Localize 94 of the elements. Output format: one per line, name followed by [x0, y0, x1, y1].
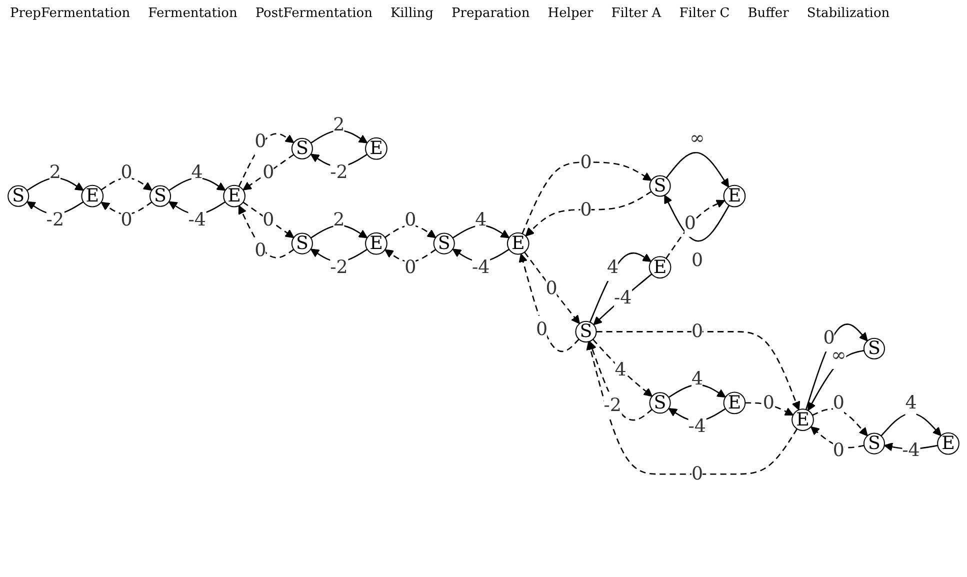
arrow — [384, 224, 436, 238]
group-label: Fermentation — [148, 6, 238, 21]
edge-label: 0 — [832, 440, 844, 461]
node-circle: E — [365, 232, 388, 255]
edge-label: -4 — [472, 256, 490, 278]
edge-label: 0 — [580, 152, 592, 173]
arrow — [100, 177, 152, 191]
node-circle: E — [506, 232, 530, 255]
edge-label: 0 — [691, 464, 704, 485]
node-circle: S — [8, 185, 30, 207]
edge-label: 4 — [905, 392, 917, 414]
edge-label: 2 — [333, 209, 345, 230]
edge-label: 0 — [262, 209, 274, 230]
node-circle: S — [649, 175, 671, 197]
edge-label: 0 — [536, 318, 548, 340]
edge-label: ∞ — [831, 344, 846, 366]
arrow — [100, 201, 152, 215]
node-circle: E — [648, 256, 672, 278]
arrow — [666, 152, 730, 188]
edge-label: -4 — [688, 416, 706, 438]
node-circle: E — [723, 184, 746, 208]
group-label: Preparation — [451, 6, 530, 21]
edge-label: 0 — [580, 199, 592, 220]
node-circle: E — [792, 408, 814, 431]
node-circle: E — [365, 137, 388, 160]
arrow — [525, 190, 652, 236]
arrow — [745, 402, 794, 416]
edge-label: -4 — [188, 209, 206, 230]
group-label: Helper — [548, 6, 594, 21]
edge-label: 0 — [120, 162, 132, 183]
edge-label: 0 — [120, 209, 132, 230]
node-circle: S — [291, 232, 313, 254]
arrow — [593, 274, 652, 326]
node-circle: S — [291, 138, 313, 160]
group-label: PrepFermentation — [10, 6, 130, 21]
arrow — [238, 133, 294, 187]
arrow — [588, 340, 652, 421]
node-circle: S — [863, 432, 885, 454]
edge-label: 0 — [832, 392, 844, 414]
edge-label: -2 — [330, 162, 348, 183]
arrow — [384, 248, 436, 262]
arrow — [596, 331, 800, 410]
edge-label: 0 — [691, 250, 704, 272]
edge-label: 4 — [475, 209, 487, 230]
edge-label: 0 — [762, 392, 774, 414]
arrow — [664, 194, 730, 242]
arrow — [592, 338, 652, 397]
edge-label: 0 — [254, 240, 266, 262]
edge-label: 4 — [614, 359, 626, 380]
edge-label: 0 — [684, 212, 696, 234]
arrow — [242, 202, 294, 238]
edge-label: 4 — [691, 368, 704, 390]
arrow — [238, 205, 294, 258]
edge-label: 2 — [333, 114, 345, 136]
edge-label: 0 — [691, 321, 704, 342]
node-circle: S — [575, 320, 597, 342]
edge-label: 0 — [254, 131, 266, 152]
edge-label: 4 — [191, 162, 203, 183]
edge-label: -2 — [46, 209, 64, 230]
node-circle: S — [649, 392, 671, 414]
arrow — [518, 253, 580, 352]
edge-label: -2 — [604, 394, 622, 416]
arrow — [589, 252, 652, 322]
edge-label: ∞ — [690, 128, 705, 150]
node-circle: S — [863, 338, 885, 360]
group-label: PostFermentation — [255, 6, 372, 21]
group-label: Buffer — [748, 6, 789, 21]
edge-label: 0 — [404, 209, 416, 230]
arrow — [522, 162, 652, 234]
node-circle: S — [433, 232, 455, 254]
group-label: Stabilization — [806, 6, 890, 21]
arrow — [524, 252, 580, 324]
edge-label: 0 — [546, 278, 558, 299]
arrow — [242, 154, 294, 190]
edge-label: 0 — [262, 162, 274, 183]
edge-label: 2 — [49, 162, 61, 183]
edge-label: -2 — [330, 256, 348, 278]
node-circle: E — [223, 184, 246, 208]
group-label: Killing — [390, 6, 434, 21]
edge-label: 0 — [823, 327, 835, 349]
edge-label: -4 — [614, 287, 632, 308]
node-circle: S — [149, 185, 172, 207]
arrow — [812, 408, 868, 436]
node-circle: E — [723, 392, 746, 414]
edge-label: -4 — [902, 440, 920, 461]
group-label: Filter C — [679, 6, 730, 21]
node-circle: E — [937, 432, 960, 455]
arrow — [810, 426, 864, 448]
edge-label: 0 — [404, 256, 416, 278]
edge-label: 4 — [607, 256, 619, 278]
arrow — [666, 200, 726, 259]
group-label: Filter A — [611, 6, 662, 21]
arrow — [586, 341, 798, 475]
node-circle: E — [81, 184, 104, 208]
